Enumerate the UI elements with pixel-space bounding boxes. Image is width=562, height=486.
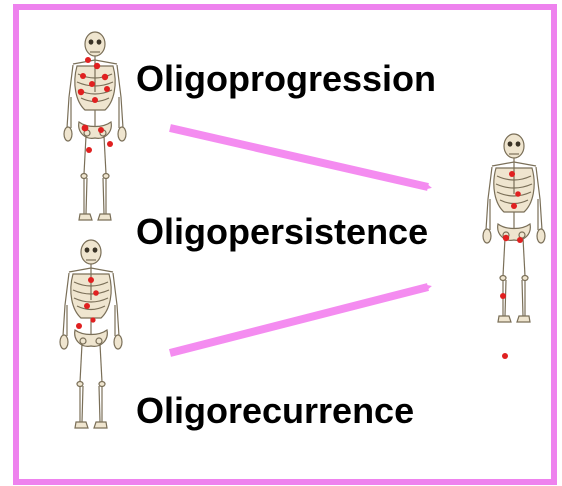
label-oligorecurrence: Oligorecurrence: [136, 390, 414, 431]
label-oligopersistence: Oligopersistence: [136, 211, 428, 252]
label-oligoprogression: Oligoprogression: [136, 58, 436, 99]
